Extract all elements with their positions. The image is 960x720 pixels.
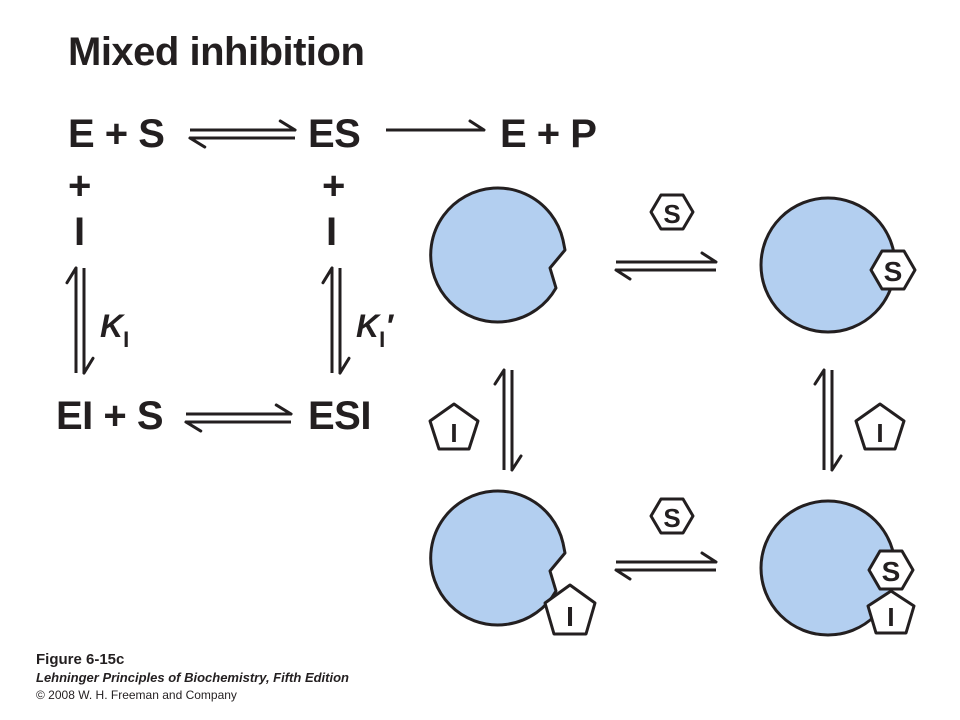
- substrate-bound-label-esi: S: [882, 556, 901, 587]
- equilibrium-arrow-esi: [184, 403, 293, 433]
- book-title: Lehninger Principles of Biochemistry, Fi…: [36, 670, 349, 685]
- inhibitor-left: I: [74, 210, 85, 254]
- substrate-bound-icon-esi: [867, 549, 915, 591]
- inhibitor-icon-right: [854, 402, 906, 451]
- inhibitor-bound-label-ei: I: [566, 601, 574, 632]
- plus-sign-right: +: [322, 164, 346, 208]
- inhibitor-right: I: [326, 210, 337, 254]
- substrate-icon-bottom: [649, 497, 695, 535]
- inhibitor-bound-label-esi: I: [887, 602, 894, 632]
- enzyme-free: [429, 186, 567, 324]
- enzyme-plus-product: E + P: [500, 112, 597, 156]
- substrate-label-bottom: S: [663, 503, 680, 533]
- inhibitor-bound-icon-ei: [543, 583, 597, 636]
- equilibrium-arrow-bottom: [614, 551, 718, 581]
- equilibrium-arrow-ki: [65, 266, 95, 375]
- enzyme-inhibitor-plus-substrate: EI + S: [56, 394, 164, 438]
- substrate-bound-label: S: [884, 256, 903, 287]
- equilibrium-arrow-right: [813, 368, 843, 472]
- substrate-label-top: S: [663, 199, 680, 229]
- equilibrium-arrow-left: [493, 368, 523, 472]
- inhibitor-label-right: I: [876, 418, 883, 448]
- substrate-bound-icon: [869, 249, 917, 291]
- enzyme-ei: [429, 489, 567, 627]
- equilibrium-arrow-es: [188, 119, 297, 149]
- plus-sign-left: +: [68, 164, 92, 208]
- copyright: © 2008 W. H. Freeman and Company: [36, 688, 237, 702]
- enzyme-substrate-inhibitor-complex: ESI: [308, 394, 371, 438]
- ki-prime-constant: KI′: [356, 308, 393, 352]
- equilibrium-arrow-top: [614, 251, 718, 281]
- inhibitor-bound-icon-esi: [866, 589, 916, 635]
- enzyme-substrate-complex: ES: [308, 112, 361, 156]
- forward-arrow-product: [386, 119, 486, 132]
- page-title: Mixed inhibition: [68, 30, 365, 74]
- substrate-icon-top: [649, 193, 695, 231]
- inhibitor-label-left: I: [450, 418, 457, 448]
- equilibrium-arrow-ki-prime: [321, 266, 351, 375]
- enzyme-plus-substrate: E + S: [68, 112, 165, 156]
- ki-constant: KI: [100, 308, 130, 352]
- figure-label: Figure 6-15c: [36, 651, 125, 668]
- inhibitor-icon-left: [428, 402, 480, 451]
